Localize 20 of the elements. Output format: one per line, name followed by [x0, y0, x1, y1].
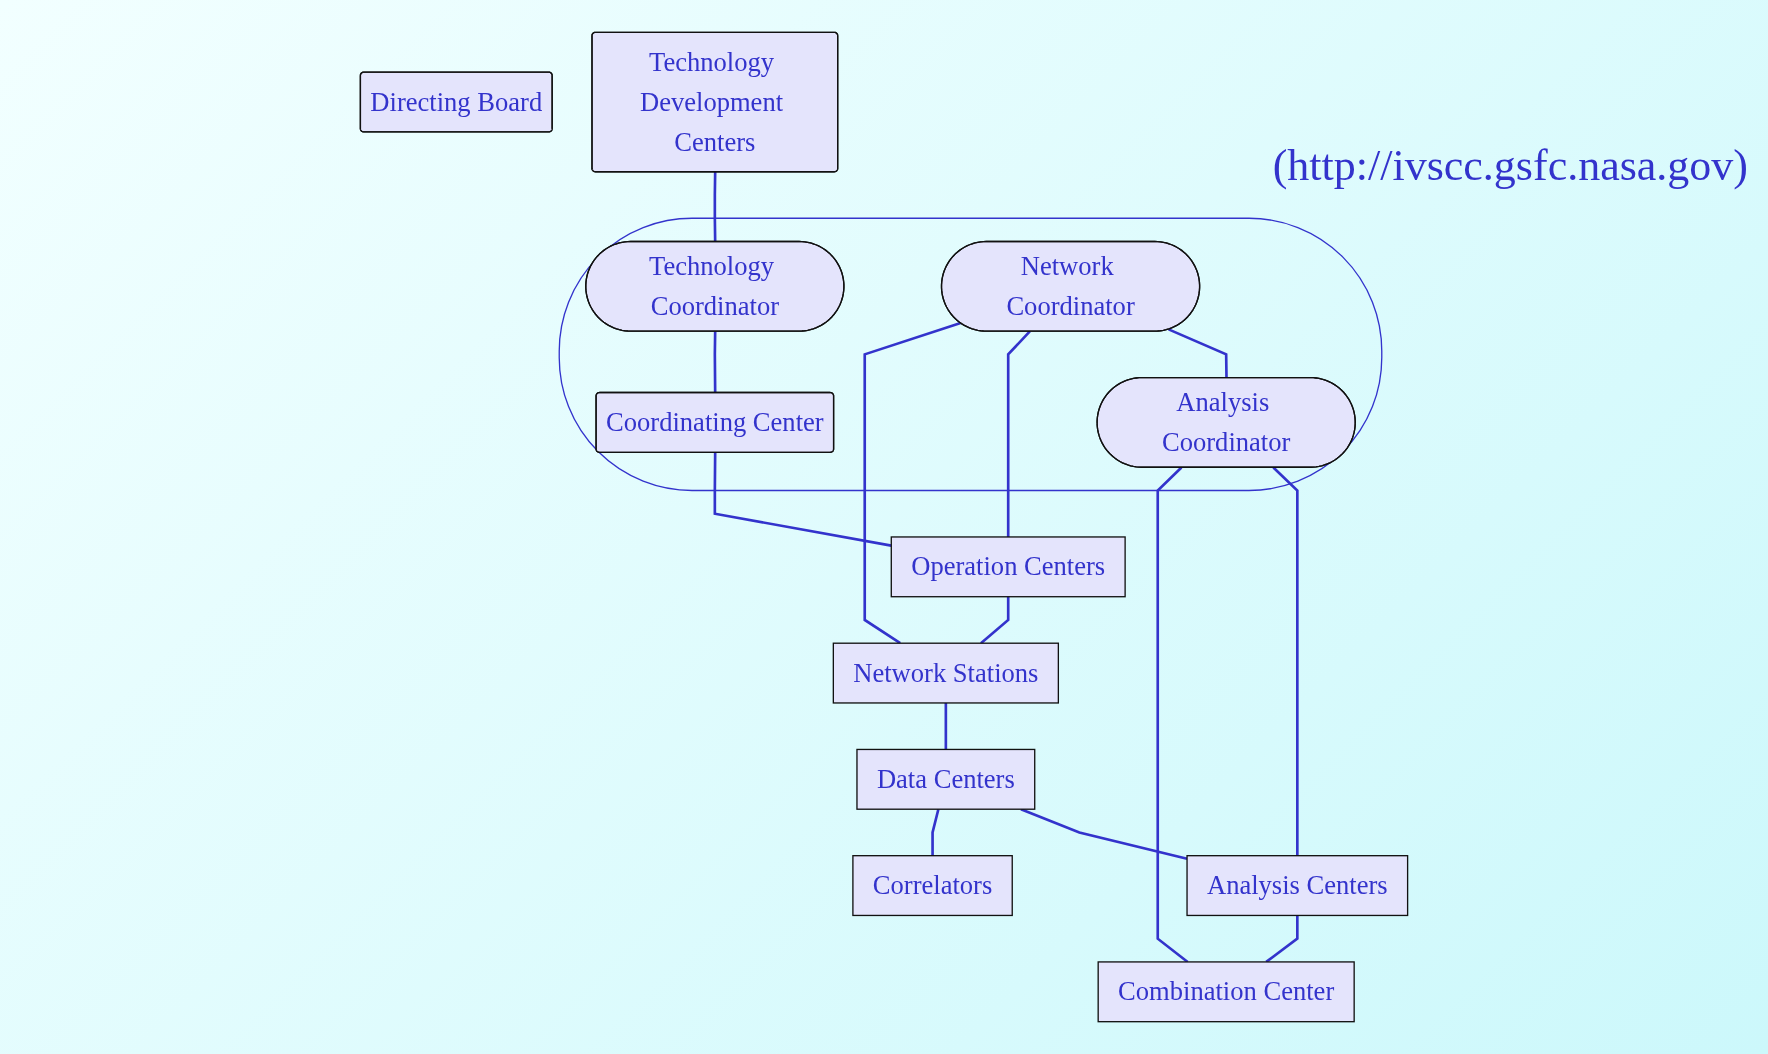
node-box: Data Centers [856, 748, 1036, 810]
node-box: Correlators [852, 855, 1013, 917]
connector [1265, 915, 1299, 963]
connector [1156, 466, 1189, 963]
connector [931, 808, 940, 856]
connector [1006, 330, 1031, 537]
node-box: Combination Center [1097, 961, 1355, 1023]
connector [863, 321, 962, 645]
web-address-note: (http://ivscc.gsfc.nasa.gov) [1272, 140, 1748, 191]
connector [944, 702, 948, 750]
connector [980, 596, 1010, 645]
cluster [558, 217, 1383, 492]
connector [713, 172, 717, 242]
node-box: Operation Centers [890, 536, 1126, 598]
node-box: Analysis Centers [1186, 855, 1409, 917]
node-box: Network Stations [832, 642, 1059, 704]
connector [713, 331, 717, 393]
connector [1272, 466, 1299, 856]
connector [713, 452, 892, 547]
connector [1168, 328, 1228, 378]
